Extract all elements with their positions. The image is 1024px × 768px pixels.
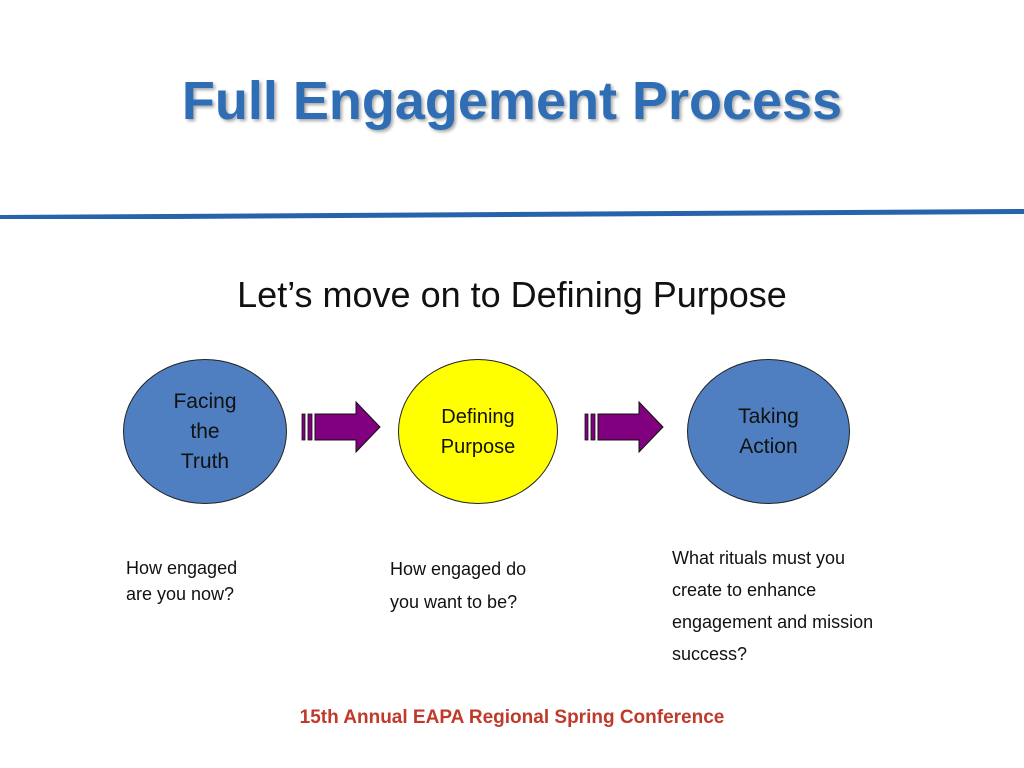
question-defining-purpose: How engaged do you want to be? (390, 559, 527, 612)
question-taking-action: What rituals must you create to enhance … (672, 548, 874, 664)
right-arrow-icon (301, 400, 381, 454)
slide-title: Full Engagement Process (181, 71, 843, 131)
right-arrow-icon (584, 400, 664, 454)
step-label: Facing the Truth (173, 389, 237, 473)
conference-footer: 15th Annual EAPA Regional Spring Confere… (299, 707, 725, 728)
step-label: Defining Purpose (440, 405, 516, 458)
divider-line (0, 209, 1024, 219)
slide-subtitle: Let’s move on to Defining Purpose (237, 274, 787, 315)
question-facing-the-truth: How engaged are you now? (126, 558, 238, 604)
step-label: Taking Action (738, 404, 799, 458)
step-taking-action: Taking Action (687, 359, 850, 504)
step-facing-the-truth: Facing the Truth (123, 359, 287, 504)
step-defining-purpose: Defining Purpose (398, 359, 558, 504)
